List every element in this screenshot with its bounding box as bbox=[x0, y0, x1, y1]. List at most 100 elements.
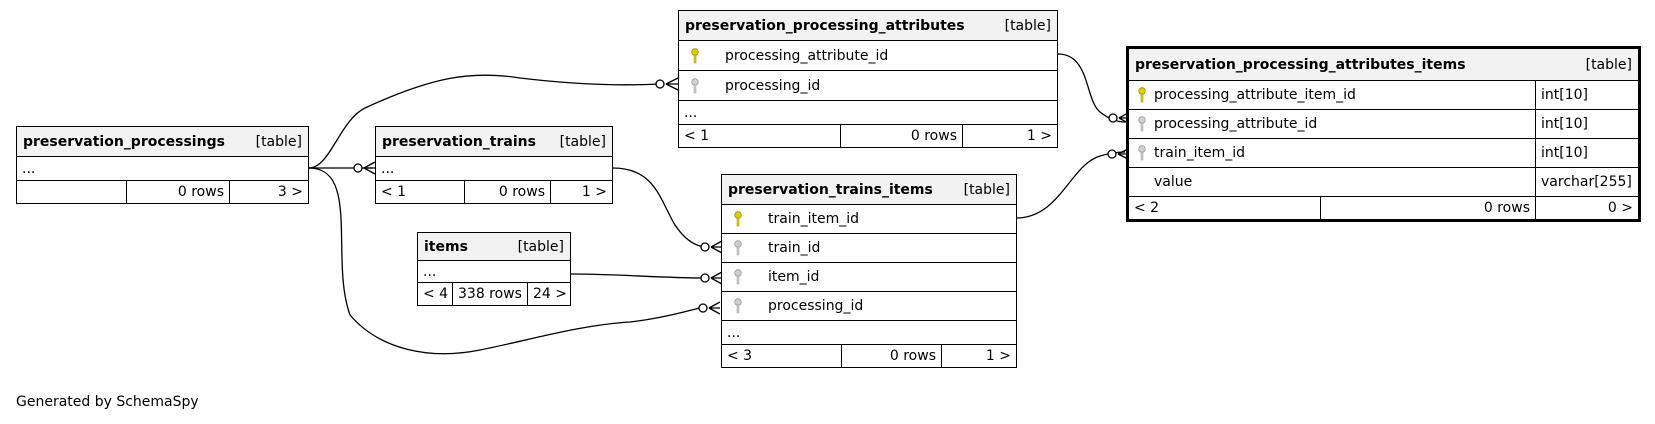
table-footer: < 1 0 rows 1 > bbox=[376, 181, 612, 203]
edge-end-circle bbox=[1108, 113, 1118, 123]
footer-children[interactable]: 0 > bbox=[1535, 197, 1638, 219]
table-name: preservation_trains_items bbox=[728, 181, 933, 198]
crowfoot-marker bbox=[710, 271, 723, 285]
table-row-ellipsis: ... bbox=[722, 321, 1016, 345]
table-preservation-processing-attributes[interactable]: preservation_processing_attributes [tabl… bbox=[678, 10, 1058, 148]
footer-parents[interactable] bbox=[17, 181, 126, 203]
column-name: train_item_id bbox=[768, 211, 859, 227]
column-type: varchar[255] bbox=[1535, 168, 1638, 196]
table-preservation-processings[interactable]: preservation_processings [table] ... 0 r… bbox=[16, 126, 309, 204]
edge-trains-items-to-attributes-items[interactable] bbox=[1015, 151, 1126, 219]
column-name: processing_id bbox=[768, 298, 864, 314]
ellipsis-text: ... bbox=[381, 160, 395, 177]
table-header: items [table] bbox=[418, 233, 570, 261]
edge-end-circle bbox=[1107, 149, 1117, 159]
table-footer: < 4 338 rows 24 > bbox=[418, 283, 570, 305]
footer-parents[interactable]: < 1 bbox=[381, 184, 407, 200]
column-name: processing_attribute_id bbox=[1154, 116, 1318, 132]
table-row[interactable]: train_id bbox=[722, 234, 1016, 263]
ellipsis-text: ... bbox=[684, 104, 698, 121]
table-row[interactable]: train_item_id bbox=[722, 205, 1016, 234]
footer-parents[interactable]: < 1 bbox=[684, 128, 710, 144]
footer-children[interactable]: 1 > bbox=[962, 125, 1057, 147]
table-header: preservation_trains [table] bbox=[376, 127, 612, 157]
foreign-key-icon bbox=[730, 297, 746, 315]
table-name: preservation_processing_attributes bbox=[685, 17, 965, 34]
table-type: [table] bbox=[1585, 56, 1632, 73]
table-type: [table] bbox=[255, 133, 302, 150]
primary-key-icon bbox=[730, 210, 746, 228]
footer-children[interactable]: 3 > bbox=[229, 181, 308, 203]
column-name: item_id bbox=[768, 269, 820, 285]
crowfoot-marker bbox=[708, 301, 721, 315]
footer-row-count: 0 rows bbox=[464, 181, 550, 203]
table-row[interactable]: item_id bbox=[722, 263, 1016, 292]
crowfoot-marker bbox=[710, 240, 723, 254]
table-row-ellipsis: ... bbox=[17, 157, 308, 181]
foreign-key-icon bbox=[1134, 115, 1150, 133]
column-name: train_item_id bbox=[1154, 145, 1245, 161]
table-row[interactable]: processing_id bbox=[679, 71, 1057, 101]
column-name: processing_attribute_item_id bbox=[1154, 87, 1356, 103]
table-row-ellipsis: ... bbox=[679, 101, 1057, 125]
table-footer: 0 rows 3 > bbox=[17, 181, 308, 203]
edge-end-circle bbox=[698, 303, 708, 313]
table-row[interactable]: processing_attribute_id int[10] bbox=[1129, 110, 1638, 139]
edge-end-circle bbox=[700, 242, 710, 252]
edge-items-to-trains-items[interactable] bbox=[570, 273, 706, 279]
table-row[interactable]: value varchar[255] bbox=[1129, 168, 1638, 197]
footer-children[interactable]: 1 > bbox=[550, 181, 612, 203]
column-type: int[10] bbox=[1535, 139, 1638, 167]
table-name: items bbox=[424, 238, 468, 255]
table-footer: < 3 0 rows 1 > bbox=[722, 345, 1016, 367]
footer-row-count: 0 rows bbox=[841, 345, 941, 367]
footer-children[interactable]: 1 > bbox=[941, 345, 1016, 367]
footer-children[interactable]: 24 > bbox=[526, 283, 572, 305]
table-footer: < 2 0 rows 0 > bbox=[1129, 197, 1638, 219]
foreign-key-icon bbox=[730, 239, 746, 257]
ellipsis-text: ... bbox=[423, 263, 437, 280]
table-footer: < 1 0 rows 1 > bbox=[679, 125, 1057, 147]
footer-parents[interactable]: < 3 bbox=[727, 348, 753, 364]
edge-end-circle bbox=[655, 79, 665, 89]
table-header: preservation_processing_attributes [tabl… bbox=[679, 11, 1057, 41]
table-row-ellipsis: ... bbox=[376, 157, 612, 181]
table-preservation-processing-attributes-items[interactable]: preservation_processing_attributes_items… bbox=[1126, 46, 1641, 222]
edge-trains-to-trains-items[interactable] bbox=[612, 167, 706, 248]
crowfoot-marker bbox=[363, 161, 376, 175]
foreign-key-icon bbox=[1134, 144, 1150, 162]
table-header: preservation_trains_items [table] bbox=[722, 175, 1016, 205]
edge-processings-to-trains-items[interactable] bbox=[308, 167, 701, 355]
table-name: preservation_trains bbox=[382, 133, 536, 150]
column-name: value bbox=[1154, 174, 1193, 190]
column-type: int[10] bbox=[1535, 110, 1638, 138]
primary-key-icon bbox=[1134, 86, 1150, 104]
table-row[interactable]: train_item_id int[10] bbox=[1129, 139, 1638, 168]
table-preservation-trains[interactable]: preservation_trains [table] ... < 1 0 ro… bbox=[375, 126, 613, 204]
table-type: [table] bbox=[1004, 17, 1051, 34]
primary-key-icon bbox=[687, 47, 703, 65]
table-row[interactable]: processing_attribute_item_id int[10] bbox=[1129, 81, 1638, 110]
footer-parents[interactable]: < 2 bbox=[1134, 200, 1160, 216]
table-name: preservation_processings bbox=[23, 133, 225, 150]
foreign-key-icon bbox=[687, 77, 703, 95]
table-preservation-trains-items[interactable]: preservation_trains_items [table] train_… bbox=[721, 174, 1017, 368]
edge-attributes-to-attributes-items[interactable] bbox=[1057, 53, 1126, 123]
edge-end-circle bbox=[700, 273, 710, 283]
footer-row-count: 0 rows bbox=[840, 125, 962, 147]
footer-row-count: 0 rows bbox=[126, 181, 229, 203]
table-header: preservation_processings [table] bbox=[17, 127, 308, 157]
table-row[interactable]: processing_attribute_id bbox=[679, 41, 1057, 71]
generated-by-note: Generated by SchemaSpy bbox=[16, 394, 199, 410]
table-header: preservation_processing_attributes_items… bbox=[1129, 49, 1638, 81]
edge-processings-to-attributes[interactable] bbox=[308, 74, 661, 169]
table-items[interactable]: items [table] ... < 4 338 rows 24 > bbox=[417, 232, 571, 306]
footer-parents[interactable]: < 4 bbox=[423, 286, 449, 302]
column-name: processing_id bbox=[725, 77, 821, 94]
footer-row-count: 0 rows bbox=[1320, 197, 1535, 219]
table-row[interactable]: processing_id bbox=[722, 292, 1016, 321]
ellipsis-text: ... bbox=[727, 324, 741, 341]
column-name: processing_attribute_id bbox=[725, 47, 889, 64]
foreign-key-icon bbox=[730, 268, 746, 286]
